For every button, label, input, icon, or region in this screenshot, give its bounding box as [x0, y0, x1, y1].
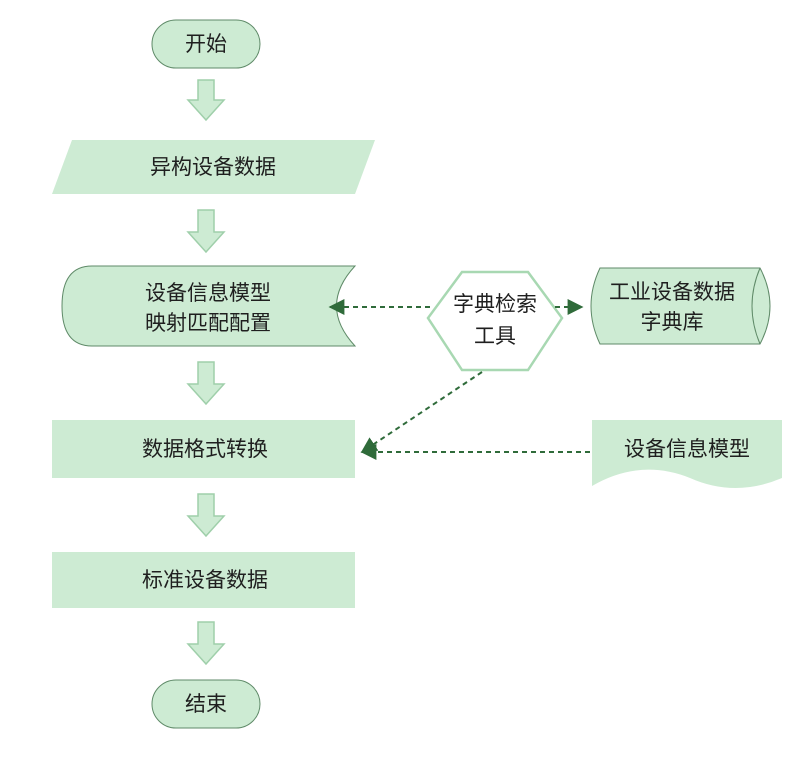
- dictionary-label-line2: 字典库: [641, 310, 704, 334]
- lookup-tool-label-line1: 字典检索: [453, 292, 537, 316]
- hetero-data-node: 异构设备数据: [52, 140, 375, 194]
- dictionary-label-line1: 工业设备数据: [609, 280, 735, 304]
- flow-arrow-3: [186, 361, 226, 406]
- dictionary-node: 工业设备数据 字典库: [590, 267, 771, 345]
- end-node: 结束: [151, 679, 261, 729]
- end-label: 结束: [185, 692, 227, 716]
- device-model-node: 设备信息模型: [592, 420, 782, 488]
- lookup-tool-node: 字典检索 工具: [426, 270, 564, 372]
- mapping-config-node: 设备信息模型 映射匹配配置: [61, 265, 357, 347]
- hetero-data-label: 异构设备数据: [150, 155, 276, 179]
- flow-arrow-2: [186, 209, 226, 254]
- dashed-arrow-tool-to-convert: [360, 371, 483, 453]
- format-convert-node: 数据格式转换: [52, 420, 355, 478]
- start-node: 开始: [151, 19, 261, 69]
- mapping-config-label-line1: 设备信息模型: [145, 281, 271, 305]
- mapping-config-label-line2: 映射匹配配置: [145, 311, 271, 335]
- flow-arrow-4: [186, 493, 226, 538]
- flow-arrow-5: [186, 621, 226, 666]
- lookup-tool-label-line2: 工具: [474, 324, 516, 348]
- format-convert-label: 数据格式转换: [142, 437, 268, 461]
- flow-arrow-1: [186, 79, 226, 122]
- start-label: 开始: [185, 32, 227, 56]
- device-model-label: 设备信息模型: [624, 437, 750, 461]
- standard-data-node: 标准设备数据: [52, 552, 355, 608]
- standard-data-label: 标准设备数据: [142, 568, 268, 592]
